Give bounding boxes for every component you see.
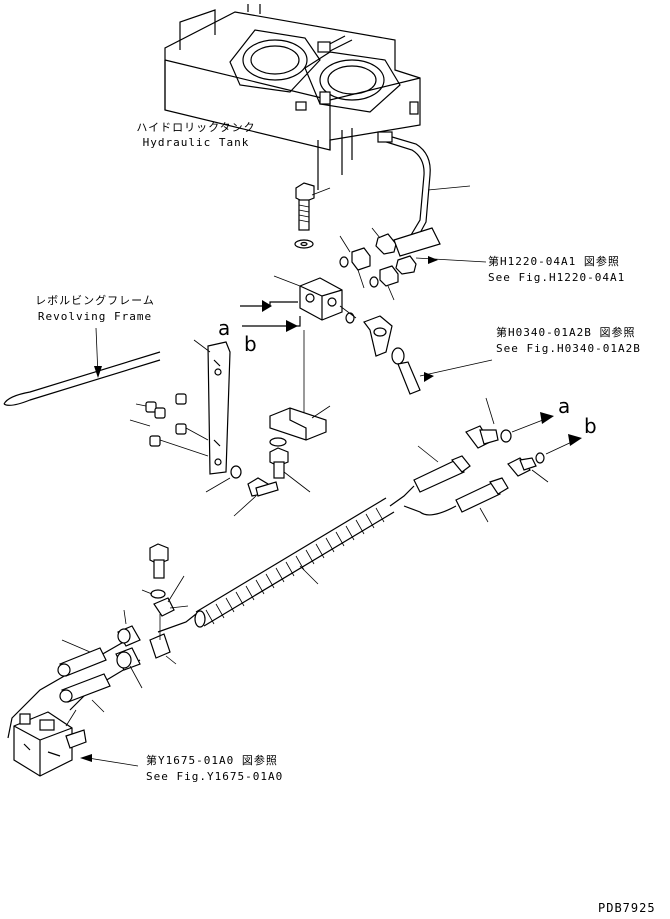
ref-y1675-jp: 第Y1675-01A0 図参照 [146,754,278,767]
bolts-lower [205,447,311,517]
ref-h0340-jp: 第H0340-01A2B 図参照 [496,326,636,339]
clamp-plate [269,405,331,447]
revolving-frame-label-en: Revolving Frame [37,310,153,323]
clamp-assembly [57,543,189,713]
port-arrows-block [240,300,305,418]
suction-hose [377,131,471,245]
ref-h0340-en: See Fig.H0340-01A2B [496,342,641,355]
revolving-frame [3,327,161,406]
long-hoses [7,445,509,739]
ref-h1220-jp: 第H1220-04A1 図参照 [488,255,620,268]
port-fittings-right [465,397,582,483]
ref-y1675-en: See Fig.Y1675-01A0 [146,770,284,783]
bolt-top [294,182,331,249]
reference-arrows [428,256,438,264]
port-b-label-right: b [584,414,597,438]
control-valve [13,709,139,777]
hydraulic-tank [164,4,421,190]
port-a-label-right: a [558,394,571,418]
fittings-upper [339,227,487,301]
valve-block [273,275,357,324]
drawing-code: PDB7925 [598,901,656,915]
hydraulic-tank-label-en: Hydraulic Tank [142,136,250,149]
hydraulic-tank-label-jp: ハイドロリックタンク [136,121,256,134]
ref-h1220-en: See Fig.H1220-04A1 [488,271,626,284]
port-a-label-block: a [218,316,231,340]
revolving-frame-label-jp: レボルビングフレーム [35,294,155,307]
vertical-bracket [193,339,231,475]
elbow-hose [363,315,493,395]
port-b-label-block: b [244,332,257,356]
nuts-cluster [129,393,209,457]
